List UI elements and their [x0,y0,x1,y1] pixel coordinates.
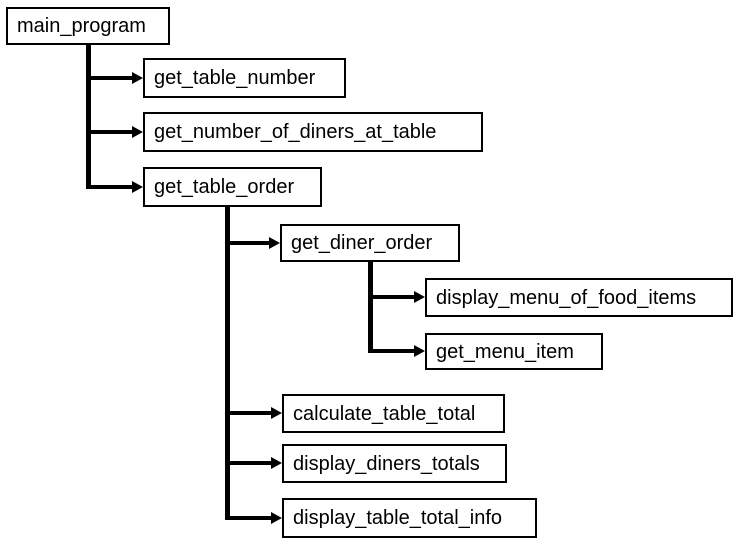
arrowhead-display-diners-totals [271,457,282,469]
connector-to-get-diner-order [225,241,270,245]
arrowhead-get-diner-order [269,237,280,249]
node-get-menu-item: get_menu_item [425,333,603,370]
node-display-table-total-info: display_table_total_info [282,498,537,538]
connector-to-get-table-order [86,185,133,189]
arrowhead-get-table-order [132,181,143,193]
connector-to-display-table-total-info [225,516,272,520]
connector-to-display-diners-totals [225,461,272,465]
node-get-number-of-diners-at-table: get_number_of_diners_at_table [143,112,483,152]
node-get-table-number: get_table_number [143,58,346,98]
connector-to-calculate-table-total [225,411,272,415]
connector-trunk-main-program [86,45,91,189]
node-main-program: main_program [6,7,170,45]
connector-to-get-menu-item [368,349,415,353]
arrowhead-get-table-number [132,72,143,84]
connector-to-get-number-of-diners-at-table [86,130,133,134]
connector-trunk-get-table-order [225,207,230,520]
node-display-diners-totals: display_diners_totals [282,444,507,483]
arrowhead-display-menu-of-food-items [414,291,425,303]
node-get-diner-order: get_diner_order [280,224,460,262]
arrowhead-get-menu-item [414,345,425,357]
connector-to-get-table-number [86,76,133,80]
connector-trunk-get-diner-order [368,262,373,353]
node-display-menu-of-food-items: display_menu_of_food_items [425,278,733,317]
arrowhead-get-number-of-diners-at-table [132,126,143,138]
arrowhead-display-table-total-info [271,512,282,524]
node-get-table-order: get_table_order [143,167,322,207]
node-calculate-table-total: calculate_table_total [282,394,505,433]
connector-to-display-menu-of-food-items [368,295,415,299]
arrowhead-calculate-table-total [271,407,282,419]
